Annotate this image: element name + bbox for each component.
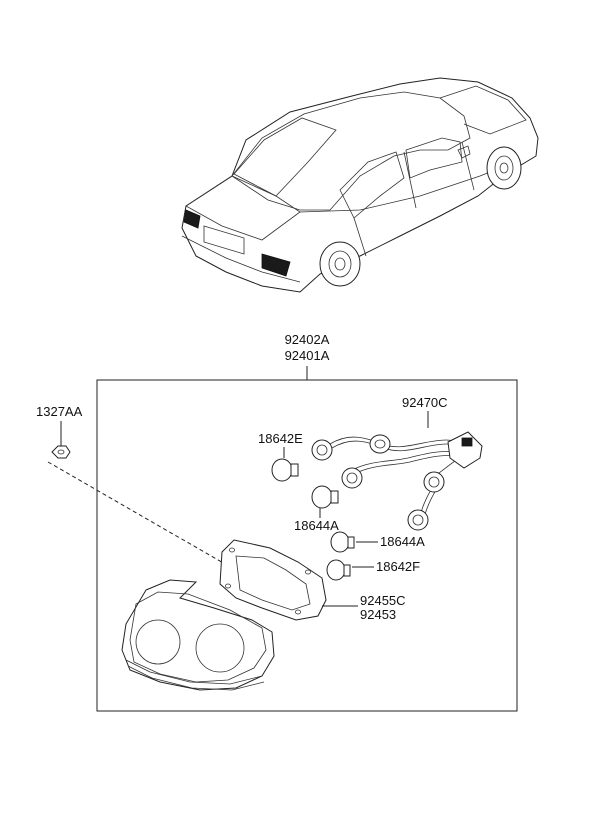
- wiring-harness: [311, 431, 483, 531]
- nut-leader-dashed: [47, 461, 233, 569]
- socket-5: [407, 509, 429, 531]
- bulb-18642f: [326, 559, 351, 581]
- socket-2: [369, 434, 391, 454]
- callout-bulb-a-right: 18644A: [380, 534, 425, 549]
- callout-assembly-bottom: 92401A: [285, 348, 330, 363]
- callout-bulb-a-left: 18644A: [294, 518, 339, 533]
- socket-1: [311, 439, 333, 461]
- callout-assembly-top: 92402A: [285, 332, 330, 347]
- nut-part: [51, 445, 71, 459]
- gasket-part: [219, 539, 327, 621]
- rear-wheel: [319, 241, 361, 287]
- tail-lamp-lens-housing: [121, 579, 275, 691]
- bulb-18644a-left: [311, 485, 339, 509]
- callout-harness: 92470C: [402, 395, 448, 410]
- callout-lens-housing: 92453: [360, 607, 396, 622]
- bulb-18642e: [271, 458, 299, 482]
- socket-4: [423, 471, 445, 493]
- callout-bulb-e: 18642E: [258, 431, 303, 446]
- car-illustration: [181, 77, 539, 293]
- socket-3: [341, 467, 363, 489]
- callout-gasket: 92455C: [360, 593, 406, 608]
- callout-nut: 1327AA: [36, 404, 83, 419]
- callout-bulb-f: 18642F: [376, 559, 420, 574]
- front-wheel: [486, 146, 522, 190]
- bulb-18644a-right: [330, 531, 355, 553]
